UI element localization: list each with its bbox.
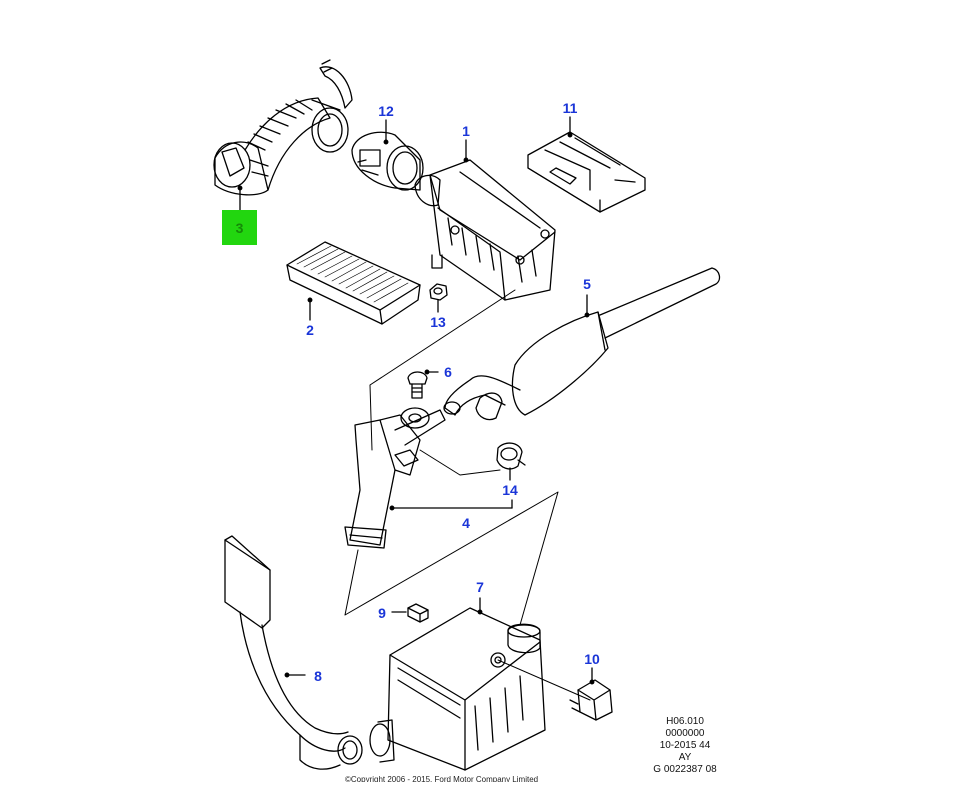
callout-12[interactable]: 12 [378, 103, 394, 119]
meta-line: H06.010 [666, 716, 704, 727]
air-intake-hose-part[interactable] [213, 59, 353, 211]
intake-duct-part[interactable] [344, 407, 513, 549]
callout-3[interactable]: 3 [235, 220, 244, 236]
diagram-reference-info: H06.010 0000000 10-2015 44 AY G 0022387 … [640, 716, 730, 776]
callout-8[interactable]: 8 [314, 668, 322, 684]
highlight-marker [222, 210, 257, 245]
callout-5[interactable]: 5 [583, 276, 591, 292]
bracket-clip-part[interactable] [569, 667, 613, 721]
callout-4[interactable]: 4 [462, 515, 470, 531]
meta-line: 0000000 [665, 728, 705, 739]
callout-7[interactable]: 7 [476, 579, 484, 595]
meta-line: 10-2015 44 [659, 740, 711, 751]
callout-13[interactable]: 13 [430, 314, 446, 330]
callout-9[interactable]: 9 [378, 605, 386, 621]
bracket-part[interactable] [527, 116, 646, 213]
nut-part[interactable] [429, 283, 448, 313]
callout-6[interactable]: 6 [444, 364, 452, 380]
bolt-part[interactable] [407, 369, 439, 399]
intake-resonator-part[interactable] [443, 267, 721, 421]
callout-14[interactable]: 14 [502, 482, 518, 498]
meta-line: AY [678, 752, 692, 763]
mass-air-flow-sensor-part[interactable] [351, 119, 424, 191]
meta-line: G 0022387 08 [653, 764, 717, 775]
air-cleaner-housing-part[interactable] [414, 139, 556, 301]
air-filter-element-part[interactable] [286, 241, 421, 325]
copyright-notice: ©Copyright 2006 - 2015, Ford Motor Compa… [345, 775, 539, 782]
resonator-box-part[interactable] [369, 597, 591, 771]
connector-part[interactable] [391, 603, 429, 623]
hose-clamp-part[interactable] [496, 442, 526, 481]
callout-1[interactable]: 1 [462, 123, 470, 139]
callout-11[interactable]: 11 [562, 100, 578, 116]
air-tube-part[interactable] [224, 535, 363, 770]
callout-2[interactable]: 2 [306, 322, 314, 338]
callout-10[interactable]: 10 [584, 651, 600, 667]
